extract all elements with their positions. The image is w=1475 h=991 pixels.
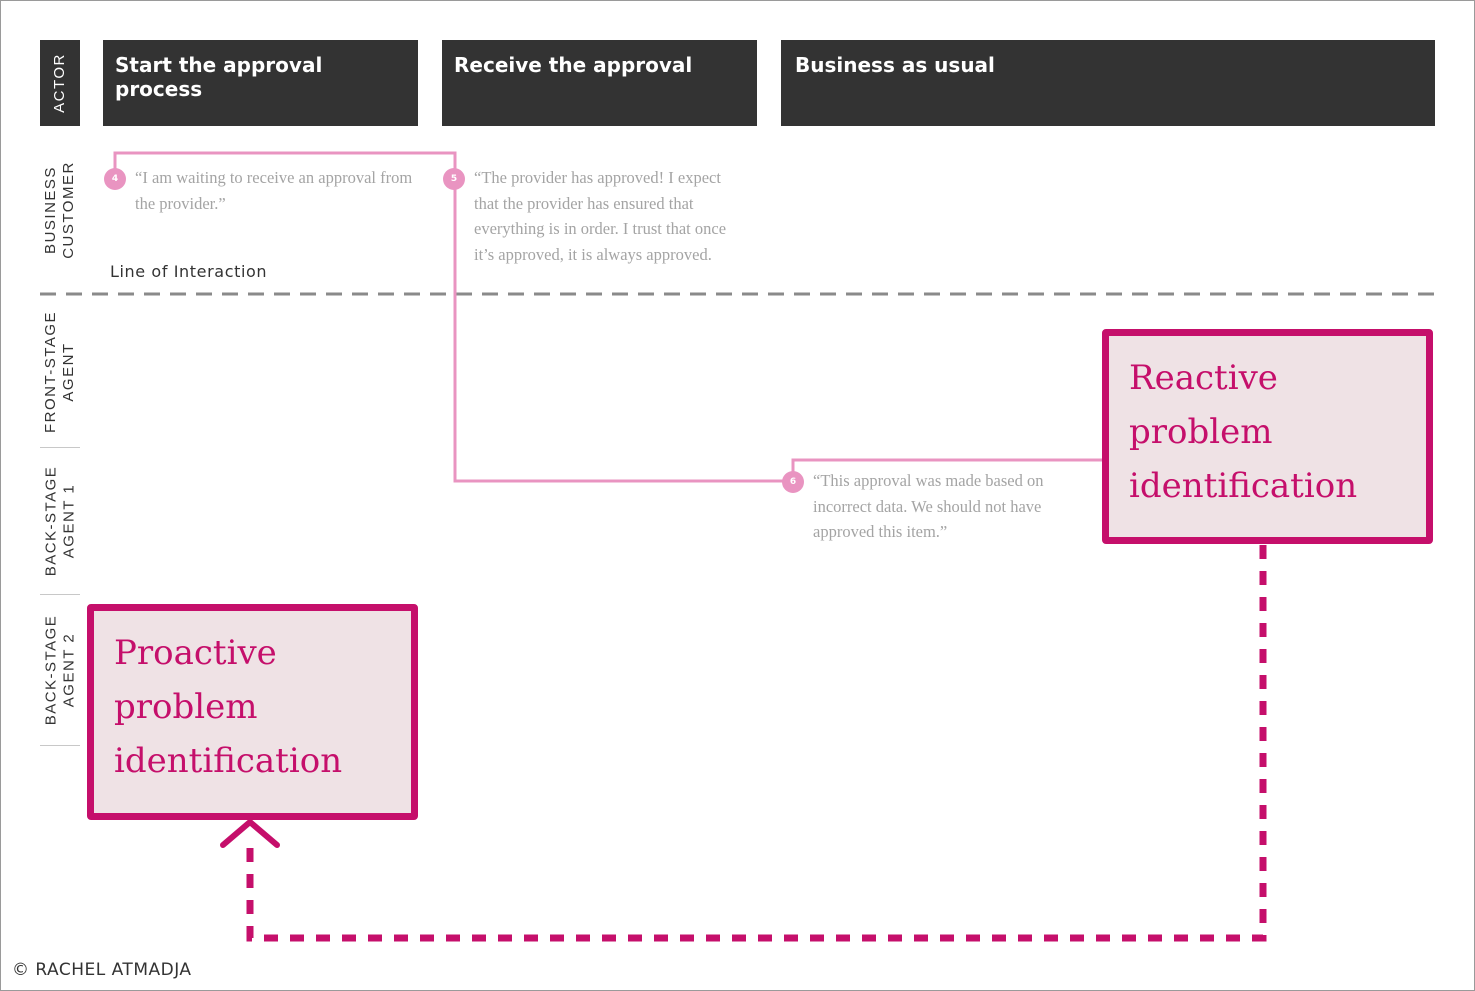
lane-back-stage-1-line2: AGENT 1 <box>60 483 78 558</box>
lane-label-actor: ACTOR <box>40 40 80 126</box>
lane-label-front-stage-agent: FRONT-STAGE AGENT <box>40 298 80 446</box>
lane-label-back-stage-agent-1: BACK-STAGE AGENT 1 <box>40 448 80 593</box>
lane-label-business-customer: BUSINESS CUSTOMER <box>40 130 80 290</box>
step-badge-5: 5 <box>443 168 465 190</box>
step-connector-line <box>113 151 1104 483</box>
stage-header-start-approval: Start the approval process <box>103 40 418 126</box>
reactive-callout-line1: Reactive <box>1129 358 1278 398</box>
proactive-callout-line3: identification <box>114 741 343 781</box>
copyright-notice: © RACHEL ATMADJA <box>12 960 192 980</box>
step-badge-4: 4 <box>104 168 126 190</box>
line-of-interaction-label: Line of Interaction <box>110 262 268 281</box>
lane-label-back-stage-agent-2: BACK-STAGE AGENT 2 <box>40 595 80 745</box>
lane-separator <box>40 447 80 448</box>
step-badge-6: 6 <box>782 471 804 493</box>
agent-quote-step-6: “This approval was made based on incorre… <box>813 471 1044 541</box>
stage-header-receive-approval: Receive the approval <box>442 40 757 126</box>
stage-header-business-as-usual: Business as usual <box>781 40 1435 126</box>
lane-back-stage-1-line1: BACK-STAGE <box>42 465 60 576</box>
customer-quote-step-4: “I am waiting to receive an approval fro… <box>135 168 413 213</box>
lane-business-customer-line1: BUSINESS <box>42 166 59 254</box>
customer-quote-step-5: “The provider has approved! I expect tha… <box>474 168 727 264</box>
lane-actor-text: ACTOR <box>51 53 69 113</box>
proactive-callout-line1: Proactive <box>114 633 277 673</box>
reactive-callout-line3: identification <box>1129 466 1358 506</box>
proactive-callout-line2: problem <box>114 687 258 727</box>
lane-front-stage-line2: AGENT <box>60 342 77 402</box>
reactive-problem-callout: Reactive problem identification <box>1102 329 1433 544</box>
lane-business-customer-line2: CUSTOMER <box>60 161 77 259</box>
lane-separator <box>40 594 80 595</box>
arrowhead-up-icon <box>220 819 280 848</box>
lane-separator <box>40 745 80 746</box>
reactive-callout-line2: problem <box>1129 412 1273 452</box>
lane-back-stage-2-line1: BACK-STAGE <box>42 614 60 726</box>
proactive-problem-callout: Proactive problem identification <box>87 604 418 820</box>
lane-front-stage-line1: FRONT-STAGE <box>42 310 59 434</box>
lane-back-stage-2-line2: AGENT 2 <box>60 632 78 708</box>
